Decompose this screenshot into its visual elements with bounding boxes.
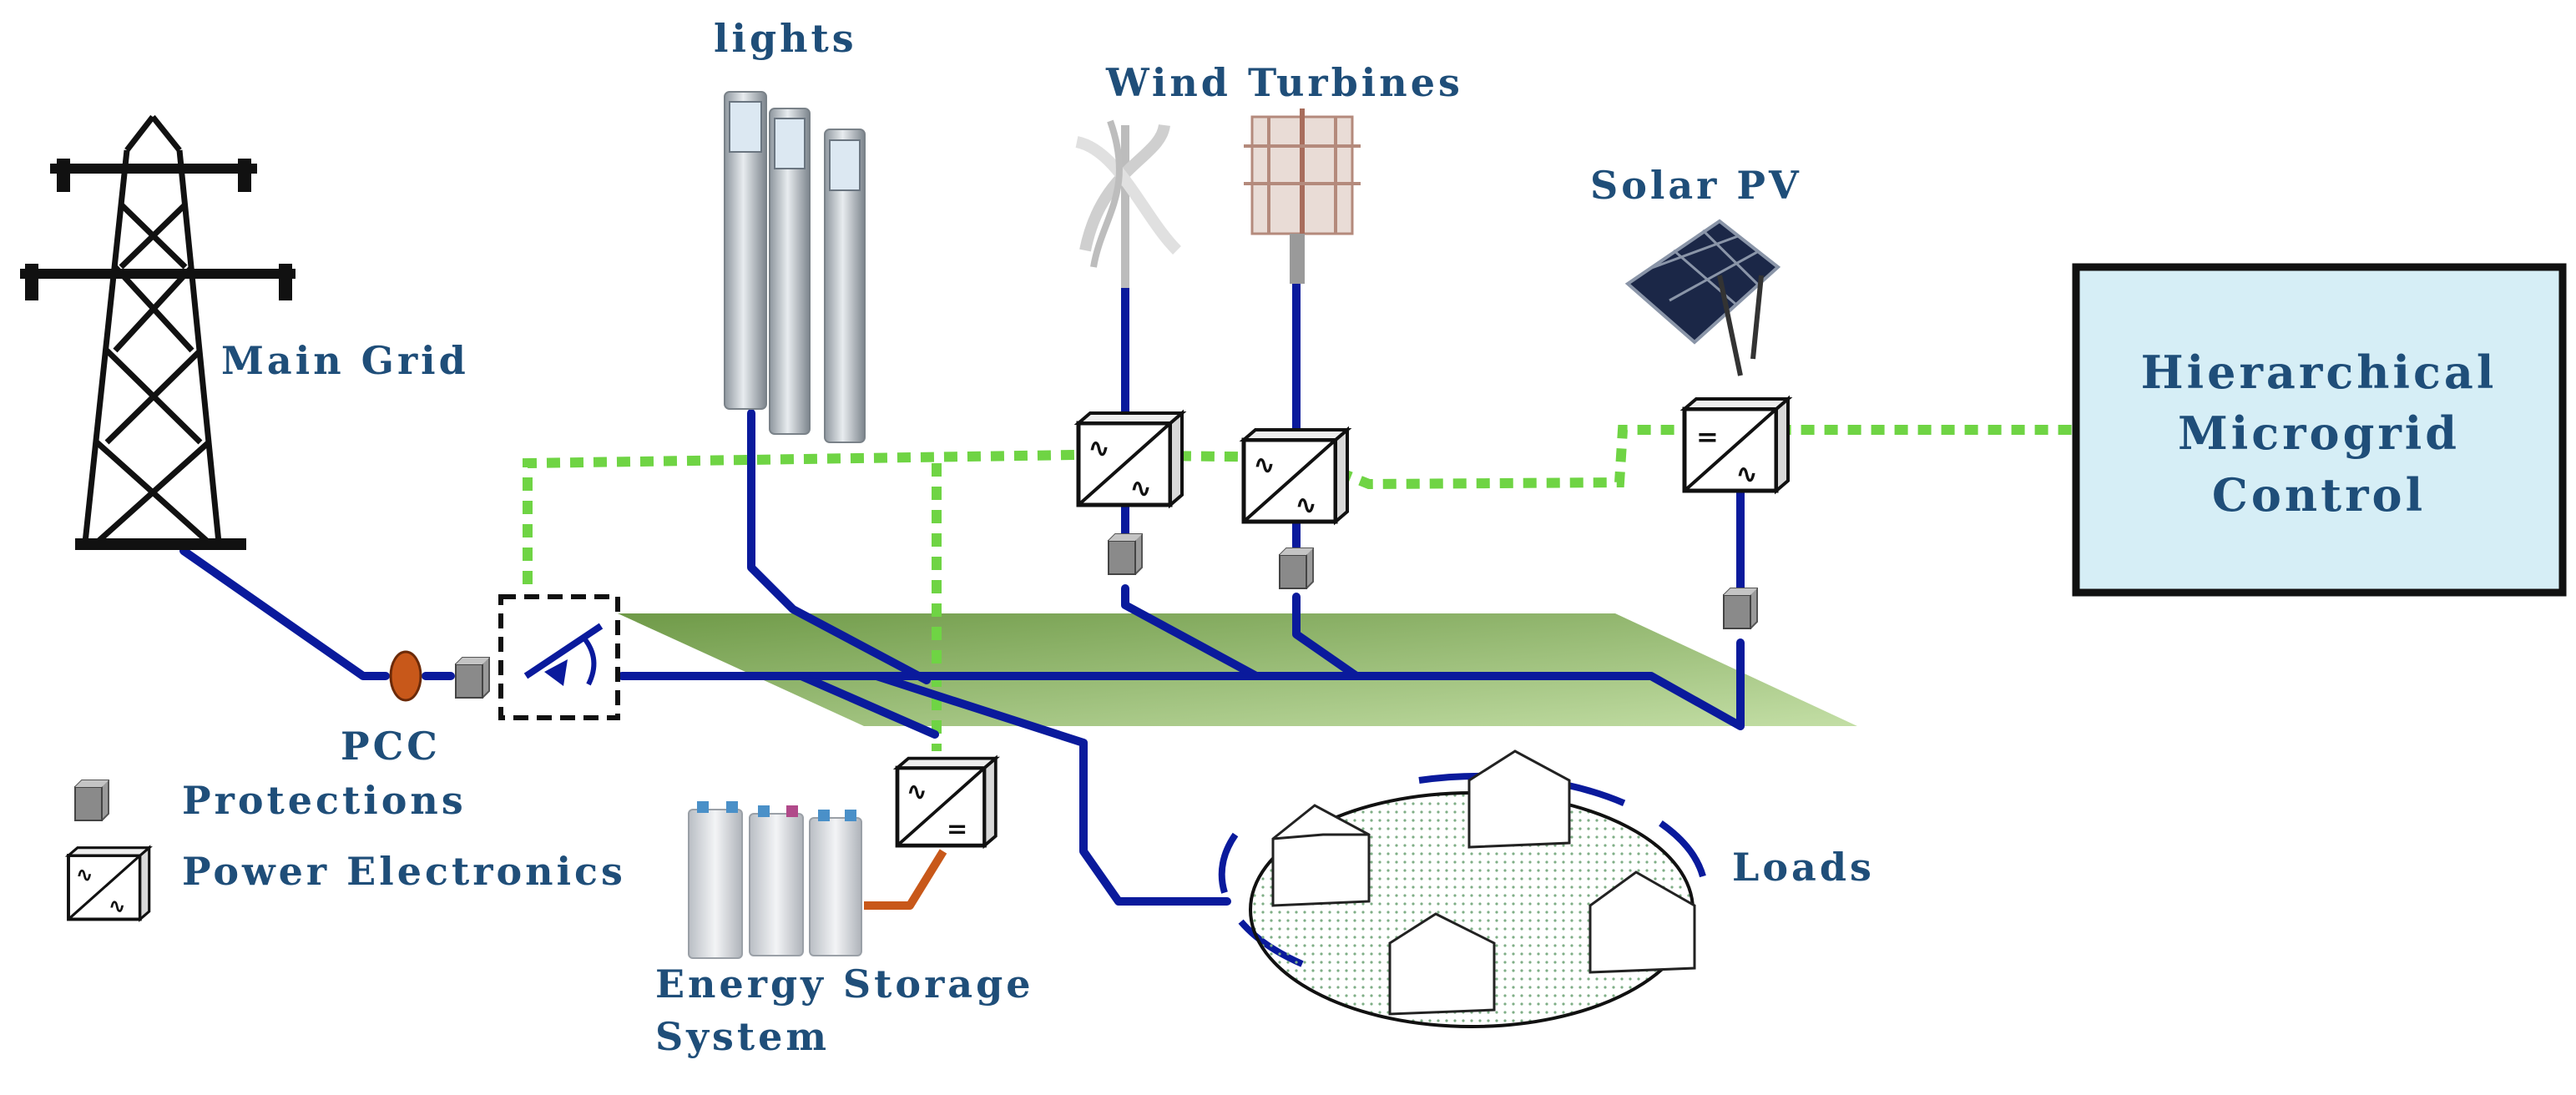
svg-text:∿: ∿ bbox=[1736, 460, 1757, 489]
legend-power-electronics-icon: ∿ ∿ bbox=[67, 845, 151, 921]
svg-text:∿: ∿ bbox=[1130, 474, 1151, 503]
svg-text:=: = bbox=[1696, 421, 1719, 452]
control-label-line3: Control bbox=[2212, 468, 2426, 522]
pcc-protection-icon bbox=[455, 657, 490, 699]
solar-converter-icon: = ∿ bbox=[1685, 399, 1788, 491]
wind-2-protection-icon bbox=[1279, 548, 1314, 589]
energy-storage-label-line1: Energy Storage bbox=[655, 961, 1034, 1007]
pcc-icon bbox=[389, 650, 422, 702]
wind-1-protection-icon bbox=[1108, 533, 1143, 575]
control-label-line1: Hierarchical bbox=[2141, 346, 2498, 399]
wind-turbine-vertical-axis-icon bbox=[1075, 119, 1182, 288]
storage-converter-icon: ∿ = bbox=[897, 759, 996, 846]
svg-text:=: = bbox=[947, 815, 967, 845]
wind-converter-1-icon: ∿ ∿ bbox=[1078, 413, 1182, 505]
legend-protection-icon bbox=[74, 780, 109, 821]
solar-pv-label: Solar PV bbox=[1590, 163, 1802, 208]
svg-text:∿: ∿ bbox=[1254, 451, 1275, 480]
loads-icon bbox=[1218, 749, 1706, 1028]
solar-protection-icon bbox=[1723, 588, 1758, 629]
hierarchical-control-box bbox=[2072, 263, 2567, 597]
wind-converter-2-icon: ∿ ∿ bbox=[1244, 430, 1347, 522]
transmission-tower-icon bbox=[20, 114, 295, 550]
control-label-line2: Microgrid bbox=[2178, 406, 2460, 460]
main-grid-label: Main Grid bbox=[221, 338, 469, 383]
svg-text:∿: ∿ bbox=[76, 863, 93, 886]
svg-text:∿: ∿ bbox=[1296, 491, 1316, 520]
solar-panel-icon bbox=[1624, 219, 1781, 376]
wind-turbines-label: Wind Turbines bbox=[1105, 60, 1463, 105]
svg-text:∿: ∿ bbox=[907, 777, 927, 805]
power-lines bbox=[179, 271, 1745, 910]
communication-lines bbox=[523, 425, 2074, 751]
street-lights-icon bbox=[724, 91, 866, 443]
legend-power-electronics-label: Power Electronics bbox=[182, 849, 626, 894]
svg-text:∿: ∿ bbox=[1088, 434, 1109, 463]
lights-label: lights bbox=[714, 16, 857, 61]
battery-bank-icon bbox=[688, 801, 862, 959]
static-switch-icon bbox=[498, 594, 620, 720]
loads-label: Loads bbox=[1732, 845, 1875, 890]
legend-protections-label: Protections bbox=[182, 778, 467, 823]
wind-turbine-savonius-icon bbox=[1244, 108, 1361, 284]
svg-text:∿: ∿ bbox=[109, 895, 125, 918]
energy-storage-label-line2: System bbox=[655, 1014, 830, 1059]
pcc-label: PCC bbox=[341, 724, 441, 769]
